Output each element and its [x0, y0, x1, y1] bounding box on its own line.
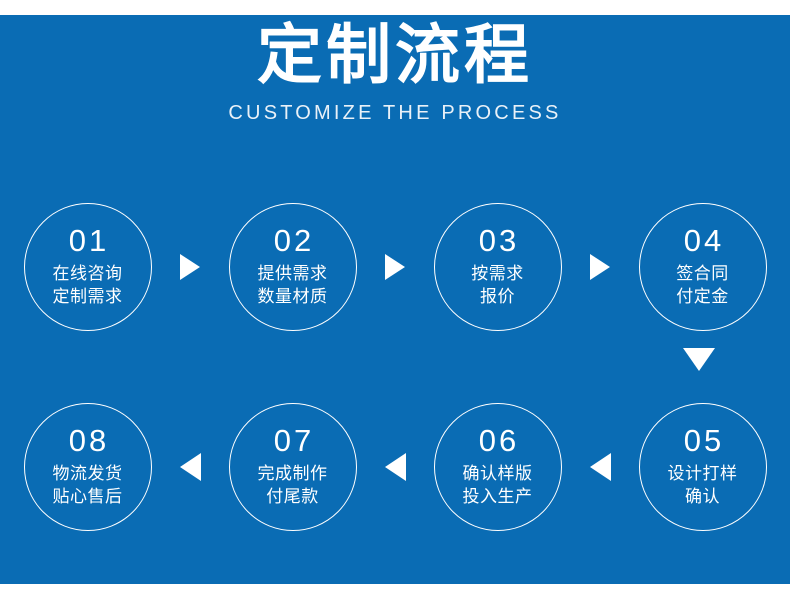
- arrow-right-icon: [180, 254, 200, 280]
- step-label-line1: 提供需求: [257, 264, 328, 285]
- step-label: 完成制作 付尾款: [258, 463, 328, 509]
- flow-step-03[interactable]: 03 按需求 报价: [433, 203, 562, 331]
- connector-top-1: [152, 254, 229, 280]
- step-label-line2: 定制需求: [52, 287, 123, 307]
- flow-row-bottom: 08 物流发货 贴心售后 07 完成制作 付尾款 06 确认样版 投入生产: [0, 402, 790, 532]
- connector-bottom-1: [152, 453, 229, 481]
- step-label-line1: 完成制作: [257, 464, 328, 485]
- arrow-left-icon: [589, 453, 611, 481]
- connector-top-3: [562, 254, 639, 280]
- connector-bottom-3: [562, 453, 639, 481]
- step-label-line1: 按需求: [471, 264, 524, 285]
- step-number: 08: [68, 423, 110, 459]
- page-title: 定制流程: [256, 18, 533, 93]
- arrow-right-icon: [590, 254, 610, 280]
- step-number: 03: [478, 223, 520, 259]
- connector-wrap-down: [651, 348, 747, 371]
- step-number: 05: [683, 423, 725, 459]
- step-label-line2: 付尾款: [266, 487, 319, 507]
- step-label: 提供需求 数量材质: [258, 263, 328, 309]
- step-label-line1: 在线咨询: [52, 264, 123, 285]
- step-label-line2: 报价: [480, 287, 515, 307]
- arrow-down-icon: [683, 348, 715, 371]
- header-block: 定制流程 CUSTOMIZE THE PROCESS: [0, 18, 790, 125]
- page-subtitle: CUSTOMIZE THE PROCESS: [228, 102, 562, 125]
- step-label: 确认样版 投入生产: [463, 463, 533, 509]
- step-label-line2: 付定金: [676, 287, 729, 307]
- step-label: 物流发货 贴心售后: [53, 463, 123, 509]
- flow-step-04[interactable]: 04 签合同 付定金: [638, 203, 767, 331]
- flow-step-06[interactable]: 06 确认样版 投入生产: [433, 403, 562, 531]
- step-label-line1: 签合同: [676, 264, 729, 285]
- arrow-right-icon: [385, 254, 405, 280]
- step-label-line1: 确认样版: [462, 464, 533, 485]
- step-number: 07: [273, 423, 315, 459]
- step-number: 02: [273, 223, 315, 259]
- flow-step-05[interactable]: 05 设计打样 确认: [638, 403, 767, 531]
- flow-row-top: 01 在线咨询 定制需求 02 提供需求 数量材质 03 按需求 报价: [0, 202, 790, 332]
- step-label: 在线咨询 定制需求: [53, 263, 123, 309]
- connector-bottom-2: [357, 453, 434, 481]
- flow-step-02[interactable]: 02 提供需求 数量材质: [228, 203, 357, 331]
- flow-step-01[interactable]: 01 在线咨询 定制需求: [23, 203, 152, 331]
- flow-step-07[interactable]: 07 完成制作 付尾款: [228, 403, 357, 531]
- connector-top-2: [357, 254, 434, 280]
- step-number: 06: [478, 423, 520, 459]
- arrow-left-icon: [384, 453, 406, 481]
- step-label: 签合同 付定金: [676, 263, 729, 309]
- step-label-line2: 贴心售后: [52, 487, 123, 507]
- step-label-line2: 确认: [685, 487, 720, 507]
- step-label-line2: 投入生产: [462, 487, 533, 507]
- arrow-left-icon: [179, 453, 201, 481]
- step-number: 04: [683, 223, 725, 259]
- step-number: 01: [68, 223, 110, 259]
- step-label-line1: 物流发货: [52, 464, 123, 485]
- step-label-line1: 设计打样: [667, 464, 738, 485]
- step-label-line2: 数量材质: [257, 287, 328, 307]
- step-label: 按需求 报价: [471, 263, 524, 309]
- flow-step-08[interactable]: 08 物流发货 贴心售后: [23, 403, 152, 531]
- step-label: 设计打样 确认: [668, 463, 738, 509]
